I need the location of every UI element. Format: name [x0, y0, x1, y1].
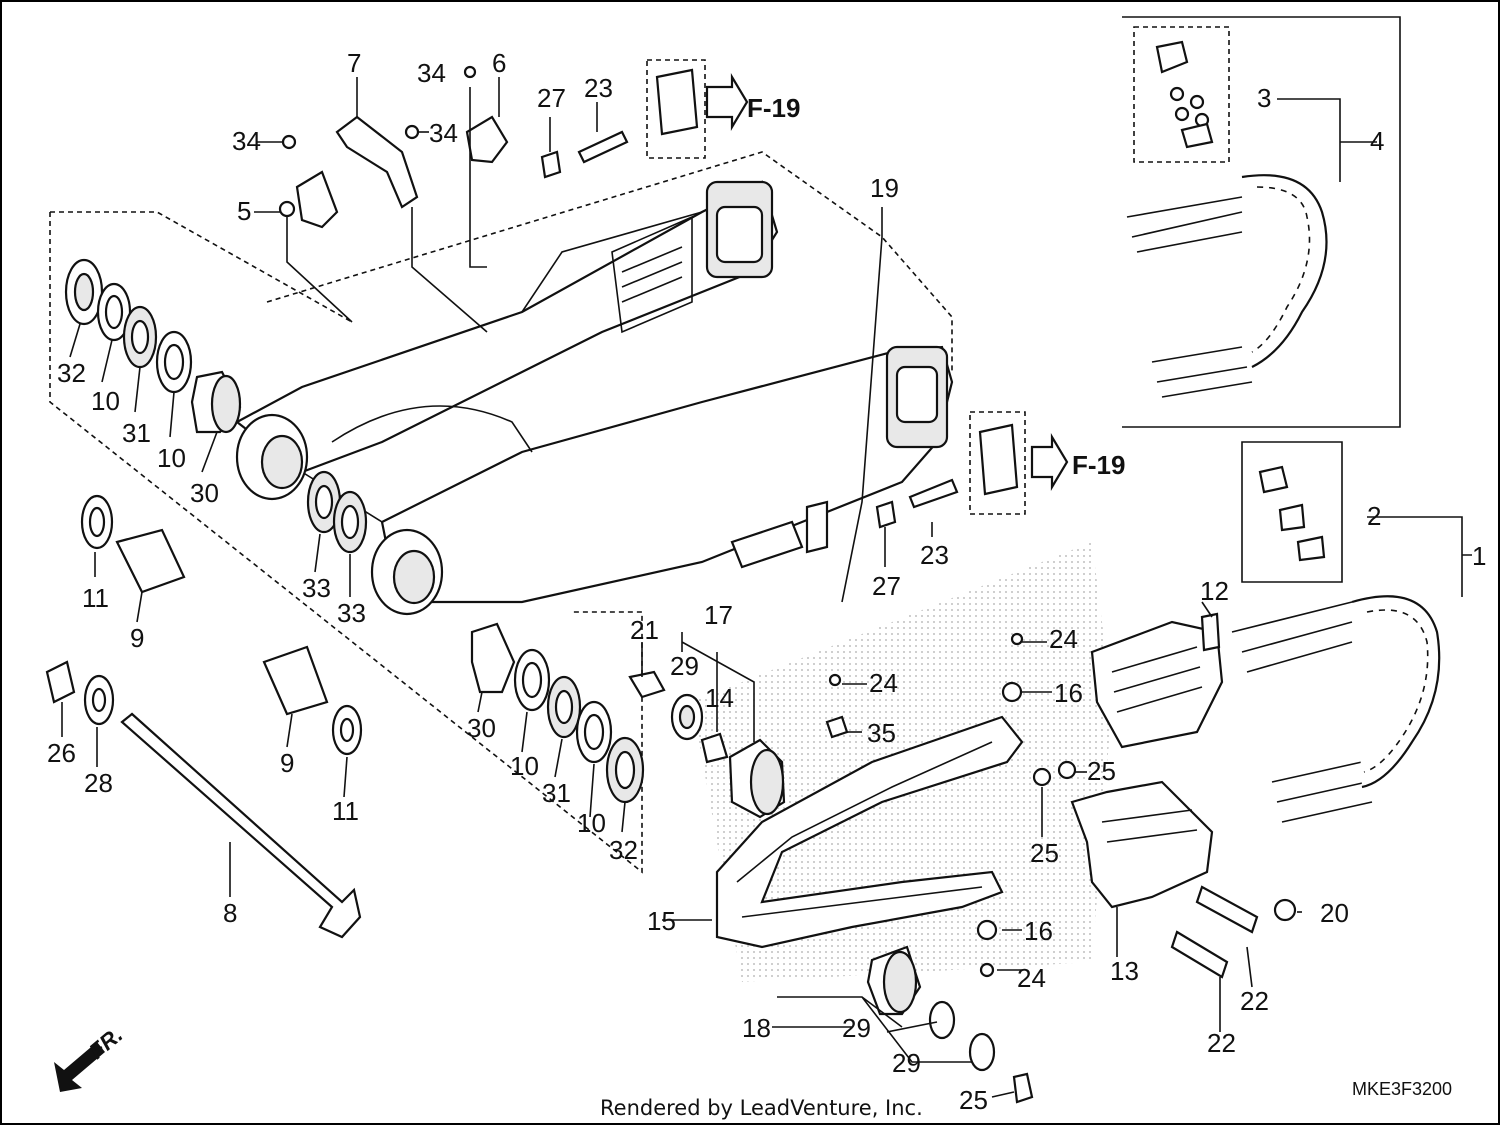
- chain-assembly-1[interactable]: [1231, 441, 1441, 823]
- callout-19: 19: [870, 173, 899, 203]
- callout-1: 1: [1472, 541, 1486, 571]
- callout-2: 2: [1367, 501, 1381, 531]
- callout-28: 28: [84, 768, 113, 798]
- callout-10d: 10: [577, 808, 606, 838]
- assembly-outline-top: [266, 151, 953, 372]
- chain-assembly-4[interactable]: [1122, 16, 1401, 428]
- callout-31b: 31: [542, 778, 571, 808]
- callout-22a: 22: [1240, 986, 1269, 1016]
- callout-34c: 34: [429, 118, 458, 148]
- callout-31a: 31: [122, 418, 151, 448]
- callout-16a: 16: [1054, 678, 1083, 708]
- callout-23a: 23: [584, 73, 613, 103]
- callout-24a: 24: [1049, 624, 1078, 654]
- callout-20: 20: [1320, 898, 1349, 928]
- callout-5: 5: [237, 196, 251, 226]
- chain-guide-12[interactable]: [1090, 612, 1224, 749]
- callout-4: 4: [1370, 126, 1384, 156]
- callout-34a: 34: [232, 126, 261, 156]
- callout-27b: 27: [872, 571, 901, 601]
- callout-10c: 10: [510, 751, 539, 781]
- rollers-and-fasteners[interactable]: [628, 632, 1034, 1104]
- callout-35: 35: [867, 718, 896, 748]
- callout-3: 3: [1257, 83, 1271, 113]
- adjuster-parts-lower[interactable]: [875, 478, 959, 529]
- left-pivot-parts[interactable]: [45, 258, 368, 939]
- right-pivot-parts[interactable]: [470, 622, 645, 804]
- callout-33b: 33: [337, 598, 366, 628]
- callout-29c: 29: [892, 1048, 921, 1078]
- callout-11b: 11: [332, 796, 359, 826]
- top-bracket-parts[interactable]: [278, 65, 629, 229]
- callout-18: 18: [742, 1013, 771, 1043]
- callout-21: 21: [630, 615, 659, 645]
- callout-13: 13: [1110, 956, 1139, 986]
- callout-10b: 10: [157, 443, 186, 473]
- callout-15: 15: [647, 906, 676, 936]
- callout-32a: 32: [57, 358, 86, 388]
- callout-24c: 24: [1017, 963, 1046, 993]
- callout-30b: 30: [467, 713, 496, 743]
- callout-17: 17: [704, 600, 733, 630]
- callout-11a: 11: [82, 583, 109, 613]
- leader-lines: [61, 77, 1472, 1098]
- assembly-outline: [49, 211, 643, 874]
- callout-9b: 9: [280, 748, 294, 778]
- callout-12: 12: [1200, 576, 1229, 606]
- credit-text: Rendered by LeadVenture, Inc.: [600, 1096, 923, 1120]
- callout-9a: 9: [130, 623, 144, 653]
- callout-25c: 25: [959, 1085, 988, 1115]
- chain-slider-15[interactable]: [715, 715, 1024, 949]
- callout-30a: 30: [190, 478, 219, 508]
- callout-16b: 16: [1024, 916, 1053, 946]
- callout-labels: 1 2 3 4 5 6 7 8 9 9 10 10 10 10 11 11 12…: [47, 48, 1486, 1115]
- callout-25b: 25: [1030, 838, 1059, 868]
- callout-10a: 10: [91, 386, 120, 416]
- callout-24b: 24: [869, 668, 898, 698]
- callout-8: 8: [223, 898, 237, 928]
- callout-32b: 32: [609, 835, 638, 865]
- chain-guard-13[interactable]: [1032, 760, 1297, 979]
- callout-6: 6: [492, 48, 506, 78]
- callout-27a: 27: [537, 83, 566, 113]
- callout-25a: 25: [1087, 756, 1116, 786]
- chain-adjuster-top[interactable]: [646, 59, 749, 159]
- callout-22b: 22: [1207, 1028, 1236, 1058]
- front-direction-arrow: FR.: [54, 1022, 127, 1092]
- chain-adjuster-right[interactable]: [969, 411, 1069, 515]
- callout-29a: 29: [670, 651, 699, 681]
- callout-14: 14: [705, 683, 734, 713]
- callout-29b: 29: [842, 1013, 871, 1043]
- page-ref-f19-top: F-19: [747, 93, 800, 123]
- page-ref-f19-right: F-19: [1072, 450, 1125, 480]
- callout-26: 26: [47, 738, 76, 768]
- diagram-code: MKE3F3200: [1352, 1079, 1452, 1099]
- callout-33a: 33: [302, 573, 331, 603]
- callout-7: 7: [347, 48, 361, 78]
- callout-23b: 23: [920, 540, 949, 570]
- callout-34b: 34: [417, 58, 446, 88]
- swingarm-part-19[interactable]: [234, 180, 954, 616]
